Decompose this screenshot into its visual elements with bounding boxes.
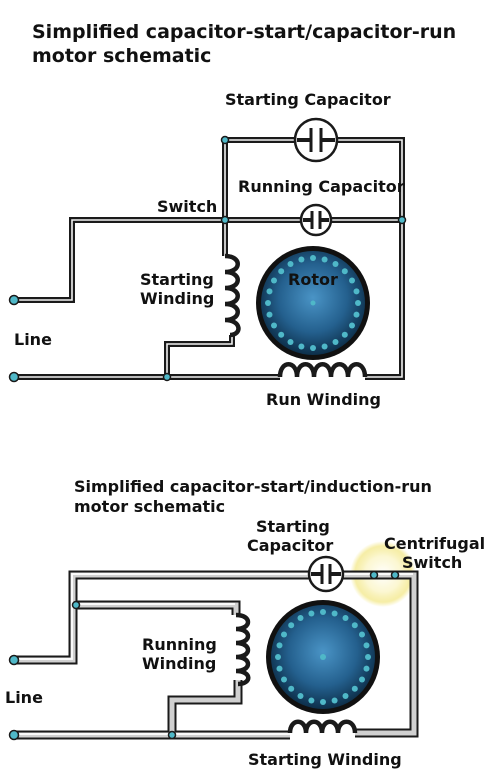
starting-winding-coil [224, 253, 241, 338]
rotor-slot-dot [287, 339, 294, 345]
rotor-1 [256, 246, 370, 360]
rotor-slot-dot [265, 300, 271, 306]
diagram1-title-line1: Simplified capacitor-start/capacitor-run [32, 21, 456, 43]
line-label-1: Line [14, 330, 52, 349]
rotor-slot-dot [332, 261, 339, 267]
starting-winding-coil-2 [287, 719, 358, 734]
rotor-slot-dot [331, 610, 338, 617]
rotor-slot-dot [278, 331, 285, 338]
rotor-slot-dot [298, 256, 305, 263]
centrifugal-switch-label-line1: Centrifugal [384, 534, 485, 553]
rotor-slot-dot [266, 311, 273, 318]
diagram2-terminals [8, 570, 400, 741]
rotor-slot-dot [359, 631, 365, 638]
starting-capacitor-symbol-2 [307, 555, 345, 593]
rotor-slot-dot [321, 256, 328, 263]
rotor-slot-dot [310, 345, 316, 351]
rotor-slot-dot [363, 642, 370, 649]
junction-dot [162, 372, 172, 382]
rotor-slot-dot [281, 676, 287, 683]
rotor-slot-dot [349, 277, 355, 284]
switch-junction-dot [220, 215, 230, 225]
diagram2-title-line2: motor schematic [74, 497, 225, 516]
line-label-2: Line [5, 688, 43, 707]
diagram1-title-line2: motor schematic [32, 45, 211, 67]
rotor-slot-dot [342, 693, 349, 699]
rotor-slot-dot [321, 343, 328, 350]
centrifugal-switch-contact [390, 570, 400, 580]
rotor-slot-dot [271, 322, 277, 329]
rotor-slot-dot [331, 697, 338, 704]
diagram-capacitor-start-capacitor-run: Simplified capacitor-start/capacitor-run… [8, 21, 456, 409]
line-terminal-top-2 [8, 654, 20, 666]
rotor-slot-dot [276, 642, 283, 649]
rotor-slot-dot [320, 699, 326, 705]
starting-capacitor-label: Starting Capacitor [225, 90, 391, 109]
rotor-slot-dot [353, 311, 360, 318]
junction-dot [167, 730, 177, 740]
rotor-slot-dot [351, 622, 358, 629]
diagram-capacitor-start-induction-run: Simplified capacitor-start/induction-run… [5, 477, 485, 769]
starting-winding-label-line1: Starting [140, 270, 214, 289]
junction-dot [397, 215, 407, 225]
running-capacitor-label: Running Capacitor [238, 177, 405, 196]
rotor-slot-dot [349, 322, 355, 329]
rotor-slot-dot [287, 261, 294, 267]
junction-dot [71, 600, 81, 610]
rotor-slot-dot [355, 300, 361, 306]
rotor-slot-dot [351, 685, 358, 692]
centrifugal-switch-label-line2: Switch [402, 553, 462, 572]
rotor-slot-dot [341, 268, 348, 275]
rotor-slot-dot [288, 685, 295, 692]
rotor-slot-dot [278, 268, 285, 275]
running-winding-coil [235, 612, 251, 687]
rotor-label: Rotor [288, 270, 338, 289]
rotor-slot-dot [320, 609, 326, 615]
rotor-slot-dot [298, 343, 305, 350]
rotor-slot-dot [271, 277, 277, 284]
rotor-slot-dot [276, 665, 283, 672]
rotor-slot-dot [341, 331, 348, 338]
run-winding-label: Run Winding [266, 390, 381, 409]
running-capacitor-symbol [299, 203, 333, 237]
rotor-slot-dot [363, 665, 370, 672]
starting-winding-label-line2: Winding [140, 289, 214, 308]
rotor-slot-dot [266, 288, 273, 295]
rotor-2 [266, 600, 380, 714]
junction-dot [220, 135, 230, 145]
starting-capacitor-label-line1: Starting [256, 517, 330, 536]
running-winding-label-line1: Running [142, 635, 217, 654]
rotor-slot-dot [281, 631, 287, 638]
switch-label: Switch [157, 197, 217, 216]
rotor-slot-dot [308, 610, 315, 617]
run-winding-coil [277, 362, 368, 378]
starting-capacitor-label-line2: Capacitor [247, 536, 333, 555]
rotor-slot-dot [288, 622, 295, 629]
line-terminal-bottom [8, 371, 20, 383]
diagram1-terminals [8, 135, 407, 383]
line-terminal-bottom-2 [8, 729, 20, 741]
rotor-slot-dot [308, 697, 315, 704]
rotor-slot-dot [310, 255, 316, 261]
rotor-slot-dot [332, 339, 339, 345]
centrifugal-switch-contact [369, 570, 379, 580]
starting-winding-label: Starting Winding [248, 750, 402, 769]
diagram2-title-line1: Simplified capacitor-start/induction-run [74, 477, 432, 496]
rotor-slot-dot [342, 615, 349, 621]
running-winding-label-line2: Winding [142, 654, 216, 673]
rotor-slot-dot [359, 676, 365, 683]
starting-capacitor-symbol [293, 117, 339, 163]
rotor-slot-dot [365, 654, 371, 660]
rotor-slot-dot [297, 615, 304, 621]
rotor-slot-dot [353, 288, 360, 295]
line-terminal-top [8, 294, 20, 306]
rotor-slot-dot [297, 693, 304, 699]
rotor-slot-dot [275, 654, 281, 660]
